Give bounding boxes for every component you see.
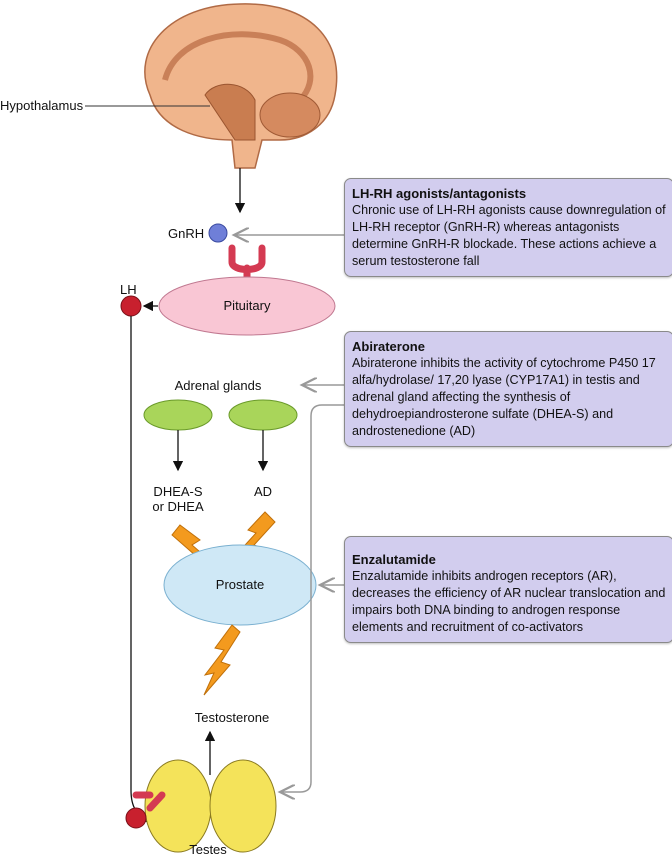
box-title: Enzalutamide xyxy=(352,552,436,567)
lh-molecule xyxy=(120,295,142,317)
prostate-label: Prostate xyxy=(215,577,265,592)
brain-illustration xyxy=(144,3,338,169)
lh-label: LH xyxy=(120,282,137,297)
dhea-line2: or DHEA xyxy=(152,499,204,514)
pituitary-gland xyxy=(158,276,336,336)
hypothalamus-label: Hypothalamus xyxy=(0,98,84,113)
box-title: LH-RH agonists/antagonists xyxy=(352,186,527,201)
arrow-abiraterone-to-testes xyxy=(280,404,344,792)
box-title: Abiraterone xyxy=(352,339,425,354)
gnrh-label: GnRH xyxy=(168,226,205,241)
pituitary-label: Pituitary xyxy=(223,298,271,313)
adrenal-gland-left xyxy=(143,399,213,431)
adrenal-glands-label: Adrenal glands xyxy=(174,378,262,393)
lh-bound-molecule xyxy=(125,807,147,829)
gnrh-molecule xyxy=(208,223,228,243)
dhea-line1: DHEA-S xyxy=(153,484,203,499)
box-text: Chronic use of LH-RH agonists cause down… xyxy=(352,203,666,268)
arrow-lh-testes xyxy=(130,316,152,823)
lh-receptor xyxy=(132,791,166,812)
box-text: Enzalutamide inhibits androgen receptors… xyxy=(352,569,666,634)
testis-right xyxy=(209,759,277,853)
adrenal-gland-right xyxy=(228,399,298,431)
prostate-gland xyxy=(163,544,317,626)
testes-label: Testes xyxy=(189,842,227,857)
box-text: Abiraterone inhibits the activity of cyt… xyxy=(352,356,656,438)
testosterone-label: Testosterone xyxy=(194,710,270,725)
ad-label: AD xyxy=(253,484,273,499)
lightning-icon xyxy=(203,624,241,696)
